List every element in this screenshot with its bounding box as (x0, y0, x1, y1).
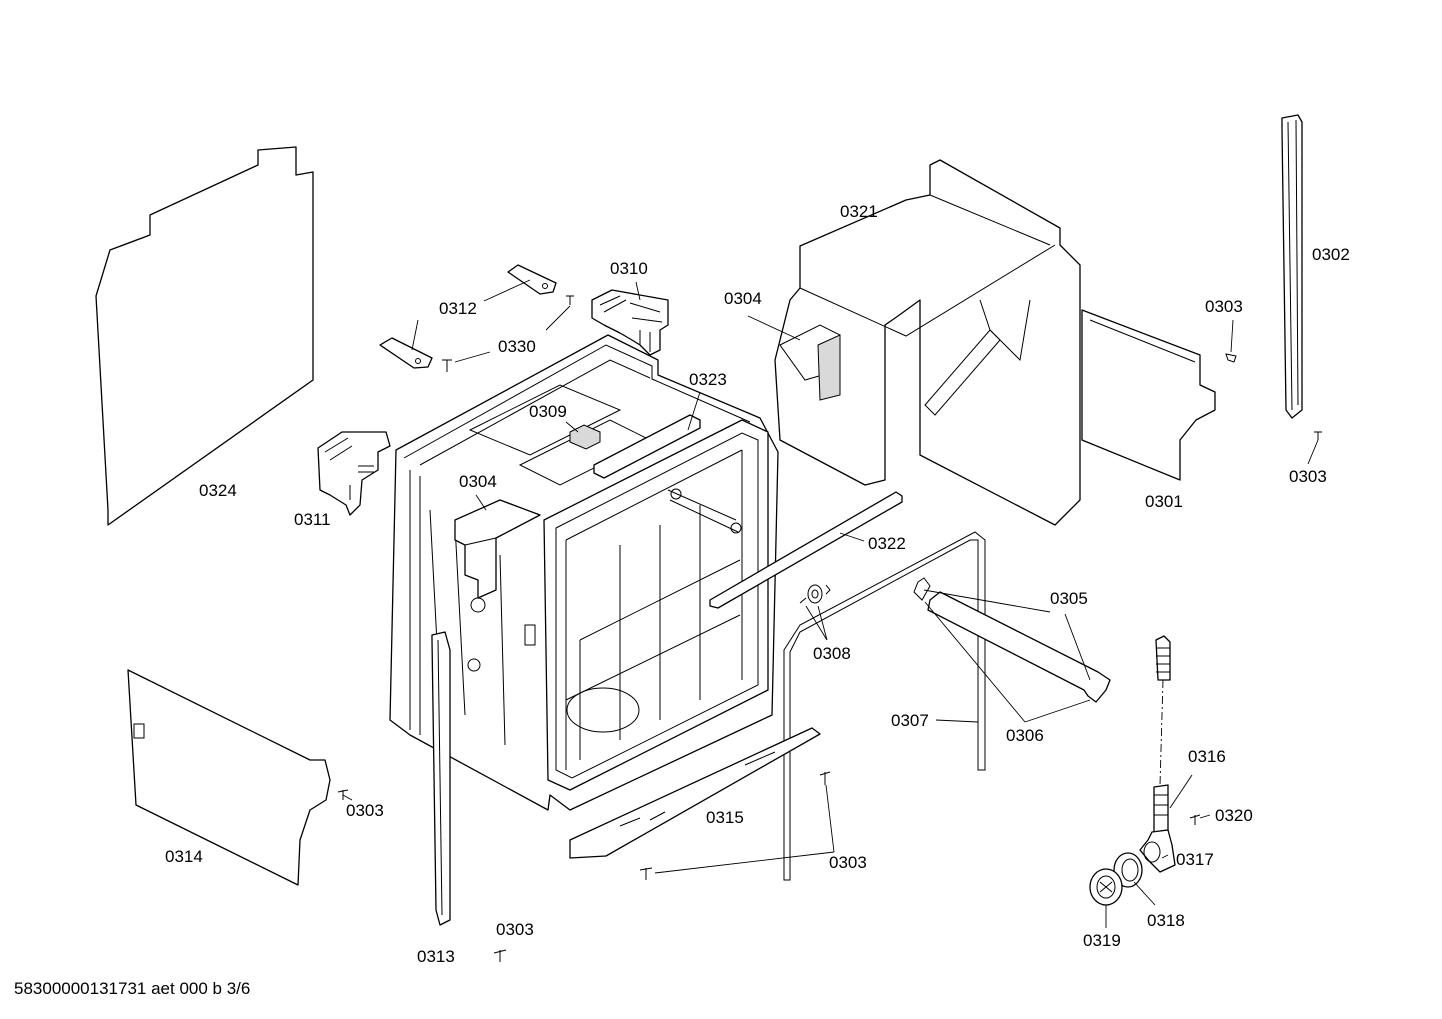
callout-0301: 0301 (1145, 492, 1183, 511)
callout-0330: 0330 (498, 337, 536, 356)
cap-0319 (1089, 868, 1123, 906)
callout-0319: 0319 (1083, 931, 1121, 950)
callout-0320: 0320 (1215, 806, 1253, 825)
callout-0317: 0317 (1176, 850, 1214, 869)
strip-0302 (1281, 114, 1303, 419)
bracket-0304-left (454, 499, 541, 599)
callout-0303-bottom: 0303 (829, 853, 867, 872)
bracket-0312 (379, 264, 557, 369)
callout-labels: 0324 0311 0312 0310 0330 0323 0309 0304 … (165, 202, 1350, 966)
screw-0330 (442, 295, 574, 372)
leader-lines (342, 279, 1319, 928)
hose-0316 (1153, 635, 1171, 833)
rail-0322 (709, 491, 903, 609)
callout-0304-right: 0304 (724, 289, 762, 308)
callout-0303-left: 0303 (346, 801, 384, 820)
elbow-0317 (1139, 829, 1176, 873)
callout-0302: 0302 (1312, 245, 1350, 264)
panel-0314 (127, 669, 331, 886)
callout-0323: 0323 (689, 370, 727, 389)
callout-0315: 0315 (706, 808, 744, 827)
hinge-block-0311 (317, 431, 391, 516)
callout-0324: 0324 (199, 481, 237, 500)
callout-0309: 0309 (529, 402, 567, 421)
seal-0307 (783, 531, 986, 881)
washers-0308 (799, 584, 831, 604)
hinge-block-0310 (591, 289, 669, 356)
callout-0312: 0312 (439, 299, 477, 318)
nut-0318 (1113, 852, 1143, 888)
callout-0314: 0314 (165, 847, 203, 866)
callout-0303-top: 0303 (1205, 297, 1243, 316)
callout-0322: 0322 (868, 534, 906, 553)
document-id: 58300000131731 aet 000 b 3/6 (14, 979, 251, 998)
callout-0311: 0311 (294, 510, 331, 529)
callout-0303-lower: 0303 (496, 920, 534, 939)
callout-0316: 0316 (1188, 747, 1226, 766)
callout-0313: 0313 (417, 947, 455, 966)
strip-0315 (569, 727, 821, 859)
callout-0321: 0321 (840, 202, 878, 221)
strip-0313 (431, 631, 451, 926)
callout-0304-left: 0304 (459, 472, 497, 491)
shield-0301 (1081, 309, 1216, 481)
callout-0303-right: 0303 (1289, 467, 1327, 486)
screws-0303 (337, 353, 1322, 962)
panel-0321 (774, 159, 1081, 526)
callout-0307: 0307 (891, 711, 929, 730)
callout-0306: 0306 (1006, 726, 1044, 745)
strip-0323 (593, 414, 701, 479)
side-panel-0324 (95, 146, 314, 526)
callout-0305: 0305 (1050, 589, 1088, 608)
callout-0318: 0318 (1147, 911, 1185, 930)
arm-0305 (913, 577, 1111, 703)
callout-0308: 0308 (813, 644, 851, 663)
callout-0310: 0310 (610, 259, 648, 278)
